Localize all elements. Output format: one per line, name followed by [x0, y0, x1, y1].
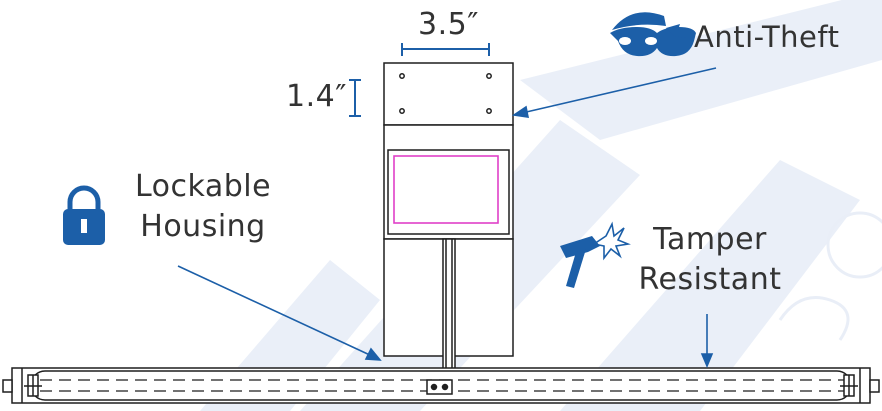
mounting-holes: [399, 73, 492, 114]
width-dimension-label: 3.5″: [418, 7, 479, 42]
lockable-housing-label: Lockable Housing: [118, 170, 288, 244]
lockable-label-line2: Housing: [140, 209, 266, 244]
burglar-mask-icon: [610, 12, 696, 57]
hammer-strike-icon: [560, 221, 631, 288]
watermark-text-marks: [778, 211, 882, 341]
rail-end-caps: [2, 374, 880, 397]
pole-bracket: [426, 379, 453, 395]
screen-housing: [383, 124, 514, 240]
upper-enclosure: [383, 62, 514, 126]
height-dimension: [349, 79, 361, 117]
background-watermark: [200, 0, 882, 411]
lockable-label-line1: Lockable: [134, 169, 272, 204]
width-dimension: [401, 43, 490, 56]
callout-arrows: [177, 67, 717, 369]
mounting-pole: [442, 238, 456, 385]
tamper-label-line1: Tamper: [653, 222, 767, 257]
tamper-label-line2: Resistant: [638, 262, 782, 297]
tamper-resistant-label: Tamper Resistant: [630, 223, 790, 297]
padlock-icon: [63, 185, 105, 245]
height-dimension-label: 1.4″: [286, 79, 347, 114]
display-screen: [393, 155, 499, 224]
anti-theft-label: Anti-Theft: [694, 20, 840, 54]
